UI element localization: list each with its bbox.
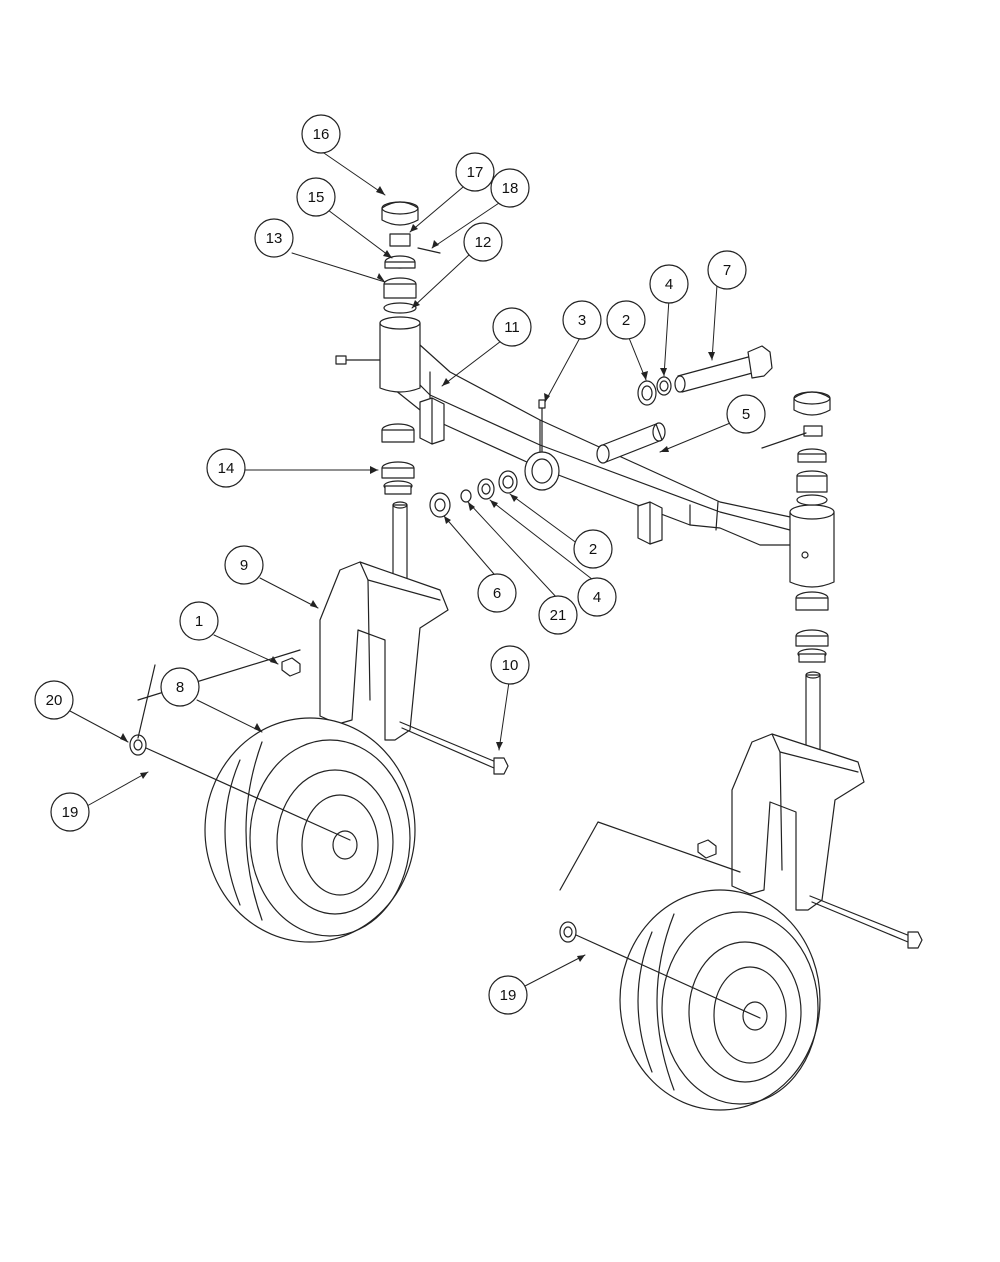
callout-label: 3 — [578, 312, 586, 329]
callout-label: 2 — [589, 541, 597, 558]
callout-20: 20 — [34, 680, 74, 720]
callout-5: 5 — [726, 394, 766, 434]
callout-6: 6 — [477, 573, 517, 613]
right-axle-hardware — [559, 821, 761, 1019]
left-axle-hardware — [129, 649, 351, 841]
callout-label: 13 — [266, 230, 283, 247]
callout-label: 2 — [622, 312, 630, 329]
callout-3: 3 — [562, 300, 602, 340]
callout-12: 12 — [463, 222, 503, 262]
callout-2-lower: 2 — [573, 529, 613, 569]
callout-13: 13 — [254, 218, 294, 258]
leader-arrowheads — [120, 186, 715, 962]
left-wheel — [204, 717, 416, 943]
callout-label: 18 — [502, 180, 519, 197]
callout-11: 11 — [492, 307, 532, 347]
right-spindle-housing — [789, 504, 835, 588]
callout-label: 16 — [313, 126, 330, 143]
callout-16: 16 — [301, 114, 341, 154]
callout-17: 17 — [455, 152, 495, 192]
callout-1: 1 — [179, 601, 219, 641]
right-fork-bolt — [809, 895, 923, 949]
leader-lines — [69, 150, 736, 987]
callout-2-upper: 2 — [606, 300, 646, 340]
callout-4-lower: 4 — [577, 577, 617, 617]
callout-label: 17 — [467, 164, 484, 181]
left-upper-bearing-stack — [381, 201, 441, 314]
callout-label: 14 — [218, 460, 235, 477]
callout-label: 10 — [502, 657, 519, 674]
left-fork-bolt — [399, 721, 509, 775]
callout-label: 6 — [493, 585, 501, 602]
left-lower-bearing-stack — [381, 423, 415, 495]
callout-label: 8 — [176, 679, 184, 696]
left-caster-fork — [319, 501, 449, 741]
right-lower-bearing-stack — [795, 591, 829, 663]
pivot-bushing — [596, 422, 666, 464]
callout-label: 7 — [723, 262, 731, 279]
callout-label: 4 — [593, 589, 601, 606]
callout-label: 15 — [308, 189, 325, 206]
callout-19-right: 19 — [488, 975, 528, 1015]
callout-9: 9 — [224, 545, 264, 585]
callout-10: 10 — [490, 645, 530, 685]
callout-label: 5 — [742, 406, 750, 423]
pivot-washers-upper — [637, 376, 672, 406]
callout-4-upper: 4 — [649, 264, 689, 304]
right-caster-fork — [731, 671, 865, 911]
pivot-bolt — [674, 345, 773, 393]
callout-label: 4 — [665, 276, 673, 293]
callout-18: 18 — [490, 168, 530, 208]
callout-label: 21 — [550, 607, 567, 624]
left-spindle-housing — [335, 316, 421, 393]
callout-label: 19 — [500, 987, 517, 1004]
pivot-hardware-lower — [429, 470, 518, 518]
callout-label: 12 — [475, 234, 492, 251]
callout-8: 8 — [160, 667, 200, 707]
pivot-boss — [524, 399, 560, 491]
callout-label: 9 — [240, 557, 248, 574]
callout-14: 14 — [206, 448, 246, 488]
callout-7: 7 — [707, 250, 747, 290]
callout-label: 20 — [46, 692, 63, 709]
callout-label: 19 — [62, 804, 79, 821]
right-upper-bearing-stack — [761, 391, 831, 506]
callout-21: 21 — [538, 595, 578, 635]
callout-label: 11 — [504, 319, 520, 336]
callout-label: 1 — [195, 613, 203, 630]
callout-19-left: 19 — [50, 792, 90, 832]
callout-15: 15 — [296, 177, 336, 217]
